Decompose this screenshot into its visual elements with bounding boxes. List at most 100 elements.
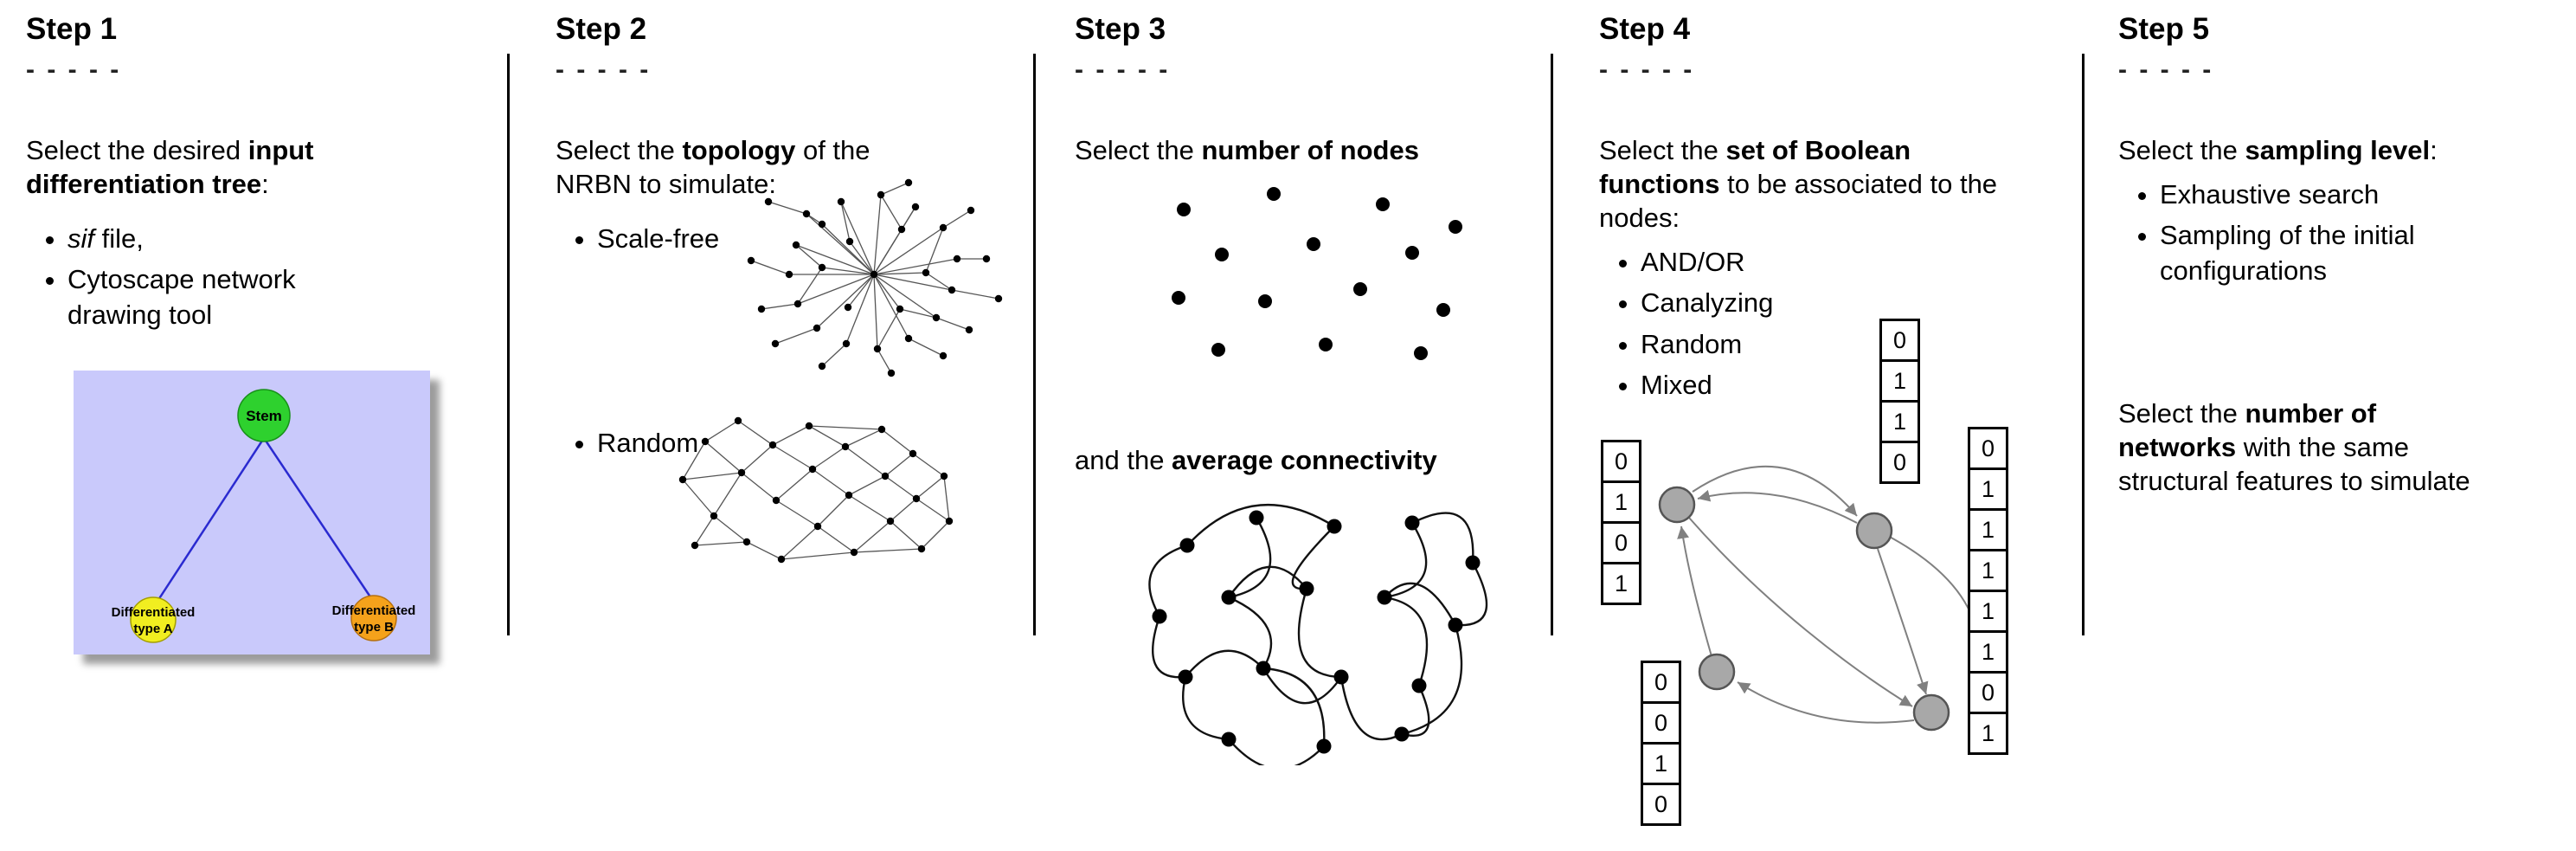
truth-cell: 0	[1601, 440, 1641, 483]
para-pre: and the	[1075, 445, 1172, 475]
step-4-intro: Select the set of Boolean functions to b…	[1599, 133, 2007, 235]
gray-node-b	[1855, 512, 1893, 550]
truth-cell: 1	[1879, 359, 1920, 403]
sif-rest: file,	[94, 223, 144, 255]
truth-table-left: 0 1 0 1	[1601, 440, 1641, 605]
bullet-canalyzing: Canalyzing	[1641, 286, 1859, 320]
step-2-intro: Select the topology of the NRBN to simul…	[556, 133, 947, 201]
bullet-exhaustive-search: Exhaustive search	[2160, 177, 2529, 212]
divider-2	[1033, 54, 1036, 635]
step-2-dashed-separator: - - - - -	[556, 55, 652, 84]
para-bold: number of networks	[2118, 398, 2377, 463]
intro-post: to be associated to the nodes:	[1599, 169, 1998, 234]
intro-post: of the NRBN to simulate:	[556, 135, 870, 200]
step-5-networks-text: Select the number of networks with the s…	[2118, 396, 2573, 498]
divider-3	[1551, 54, 1553, 635]
scale-free-text: Scale-free	[597, 223, 720, 255]
type-a-label-line1: Differentiated	[112, 605, 196, 620]
intro-pre: Select the	[556, 135, 683, 165]
step-2-bullet-list: Scale-free Random	[556, 222, 798, 461]
truth-cell: 1	[1601, 480, 1641, 524]
step-5-dashed-separator: - - - - -	[2118, 55, 2214, 84]
truth-cell: 1	[1641, 742, 1681, 785]
truth-table-bottom: 0 0 1 0	[1641, 661, 1681, 826]
bullet-scale-free: Scale-free	[597, 222, 798, 256]
truth-cell: 1	[1968, 549, 2008, 592]
arrow-b-to-table	[1885, 534, 1982, 638]
truth-cell: 0	[1641, 701, 1681, 745]
intro-post: :	[261, 169, 269, 200]
step-1-bullet-list: sif file, Cytoscape network drawing tool	[26, 222, 312, 332]
truth-cell: 0	[1641, 783, 1681, 826]
step-1-title: Step 1	[26, 12, 118, 46]
random-network-illustration	[678, 416, 954, 564]
truth-cell: 1	[1601, 562, 1641, 605]
divider-1	[507, 54, 510, 635]
intro-bold: number of nodes	[1201, 135, 1419, 165]
step-1-dashed-separator: - - - - -	[26, 55, 122, 84]
truth-table-right: 0 1 1 1 1 1 0 1	[1968, 427, 2008, 755]
boolean-network-svg	[1658, 465, 1982, 732]
step-4-panel: Step 4 - - - - - Select the set of Boole…	[1599, 0, 2075, 826]
node-group	[1658, 486, 1950, 732]
type-b-node	[350, 595, 397, 641]
intro-pre: Select the	[1075, 135, 1202, 165]
bullet-sampling: Sampling of the initial configurations	[2160, 218, 2529, 288]
step-2-title: Step 2	[556, 12, 647, 46]
sif-italic: sif	[67, 223, 94, 255]
step-4-dashed-separator: - - - - -	[1599, 55, 1695, 84]
arrow-c-to-a	[1677, 525, 1712, 657]
truth-cell: 0	[1968, 671, 2008, 714]
arrow-a-to-b	[1692, 465, 1858, 517]
step-3-intro: Select the number of nodes	[1075, 133, 1546, 167]
gray-node-c	[1698, 653, 1736, 691]
type-b-label-line1: Differentiated	[332, 603, 416, 618]
truth-cell: 1	[1968, 508, 2008, 551]
tree-edge-stem-to-a	[155, 437, 266, 603]
arrow-group	[1677, 465, 1982, 724]
canalyzing-text: Canalyzing	[1641, 287, 1774, 319]
arrow-b-to-a	[1697, 489, 1858, 524]
type-a-label-line2: type A	[133, 622, 172, 636]
random-fn-text: Random	[1641, 328, 1743, 359]
step-4-bullet-list: AND/OR Canalyzing Random Mixed	[1599, 245, 1859, 403]
truth-cell: 1	[1968, 467, 2008, 511]
bullet-cytoscape: Cytoscape network drawing tool	[67, 262, 312, 332]
stem-label: Stem	[246, 408, 282, 424]
intro-pre: Select the	[1599, 135, 1726, 165]
arrow-b-to-d	[1877, 548, 1929, 695]
intro-bold: topology	[682, 135, 796, 165]
nodes-dots-illustration	[1172, 187, 1462, 360]
and-or-text: AND/OR	[1641, 247, 1745, 278]
step-5-intro: Select the sampling level:	[2118, 133, 2573, 167]
differentiation-tree-svg: Stem Differentiated type A Differentiate…	[112, 389, 416, 643]
step-4-title: Step 4	[1599, 12, 1691, 46]
truth-cell: 1	[1968, 630, 2008, 674]
step-1-intro: Select the desired input differentiation…	[26, 133, 459, 201]
gray-node-d	[1912, 693, 1950, 732]
truth-cell: 0	[1879, 441, 1920, 484]
para-bold: average connectivity	[1172, 445, 1437, 475]
bullet-and-or: AND/OR	[1641, 245, 1859, 280]
scale-free-network-illustration	[747, 178, 1003, 377]
truth-cell: 0	[1601, 521, 1641, 564]
intro-pre: Select the desired	[26, 135, 248, 165]
bullet-sif-file: sif file,	[67, 222, 312, 256]
step-3-title: Step 3	[1075, 12, 1166, 46]
truth-cell: 0	[1968, 427, 2008, 470]
gray-node-a	[1658, 486, 1696, 524]
truth-cell: 0	[1641, 661, 1681, 704]
step-5-title: Step 5	[2118, 12, 2210, 46]
boolean-network-diagram: 0 1 0 1 0 1 1 0 0 1 1 1 1 1 0 1	[1601, 319, 2075, 848]
bullet-random-fn: Random	[1641, 327, 1859, 362]
para-post: with the same structural features to sim…	[2118, 432, 2470, 497]
step-3-dashed-separator: - - - - -	[1075, 55, 1171, 84]
cytoscape-text: Cytoscape network drawing tool	[67, 264, 296, 330]
truth-cell: 1	[1968, 590, 2008, 633]
type-a-node	[130, 596, 177, 643]
truth-cell: 0	[1879, 319, 1920, 362]
connectivity-tangle-illustration	[1148, 504, 1488, 765]
exhaustive-text: Exhaustive search	[2160, 179, 2380, 210]
intro-pre: Select the	[2118, 135, 2245, 165]
